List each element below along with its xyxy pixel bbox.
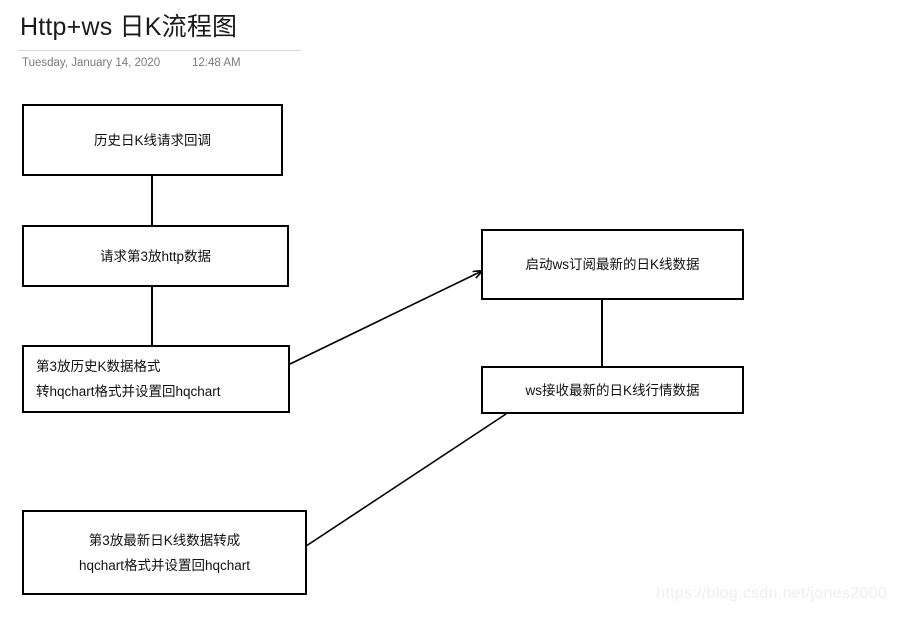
flow-node-history-kline-callback[interactable]: 历史日K线请求回调 — [22, 104, 283, 176]
edge-n5-n6 — [291, 413, 507, 556]
flow-node-ws-receive-latest-kline[interactable]: ws接收最新的日K线行情数据 — [481, 366, 744, 414]
node-line: 第3放最新日K线数据转成 — [88, 532, 241, 548]
meta-date: Tuesday, January 14, 2020 — [22, 57, 161, 69]
flow-node-convert-latest-to-hqchart[interactable]: 第3放最新日K线数据转成 hqchart格式并设置回hqchart — [22, 510, 307, 595]
meta-time: 12:48 AM — [192, 57, 241, 69]
node-line: 历史日K线请求回调 — [93, 132, 211, 148]
page-title: Http+ws 日K流程图 — [20, 13, 238, 41]
document-meta: Tuesday, January 14, 2020 12:48 AM — [22, 57, 322, 73]
node-line: 启动ws订阅最新的日K线数据 — [525, 257, 700, 272]
node-line: hqchart格式并设置回hqchart — [78, 557, 251, 573]
node-line: ws接收最新的日K线行情数据 — [525, 382, 700, 398]
node-line: 第3放历史K数据格式 — [36, 359, 161, 374]
flow-node-ws-subscribe-latest-kline[interactable]: 启动ws订阅最新的日K线数据 — [481, 229, 744, 300]
flow-node-request-http-data[interactable]: 请求第3放http数据 — [22, 225, 289, 287]
watermark: https://blog.csdn.net/jones2000 — [656, 585, 887, 602]
flow-node-convert-history-to-hqchart[interactable]: 第3放历史K数据格式 转hqchart格式并设置回hqchart — [22, 345, 290, 413]
node-line: 转hqchart格式并设置回hqchart — [36, 384, 221, 399]
edge-n3-n4 — [289, 271, 482, 365]
node-line: 请求第3放http数据 — [99, 248, 212, 264]
title-divider — [18, 50, 301, 51]
